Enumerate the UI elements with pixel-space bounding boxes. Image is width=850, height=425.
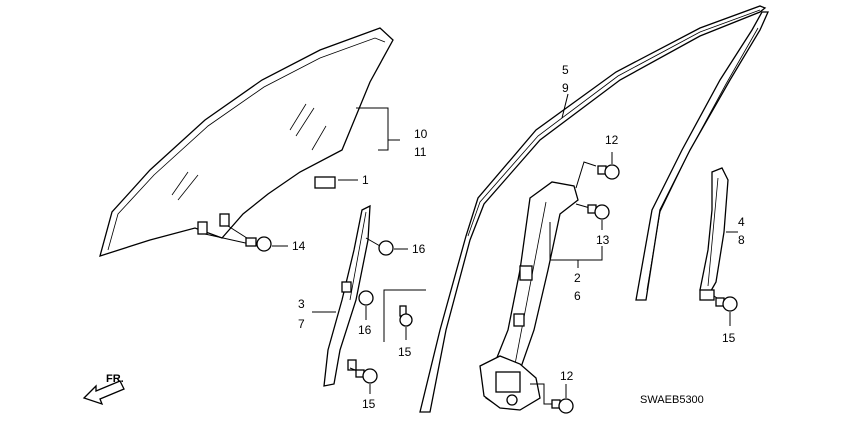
front-direction-arrow-icon xyxy=(82,380,125,406)
rear-run-channel xyxy=(699,167,729,301)
callout-13: 13 xyxy=(596,233,610,247)
callout-11: 11 xyxy=(414,145,427,159)
door-glass xyxy=(99,27,394,257)
callout-9: 9 xyxy=(562,81,569,95)
callout-14: 14 xyxy=(292,239,306,253)
bracket-2-6 xyxy=(549,222,603,261)
callout-8: 8 xyxy=(738,233,745,247)
bolt-15b-frame xyxy=(383,289,426,342)
glass-label-sticker xyxy=(314,176,336,189)
direction-label: FR. xyxy=(106,373,124,385)
door-sash-molding xyxy=(419,5,770,413)
callout-12a: 12 xyxy=(605,133,619,147)
glass-clip xyxy=(219,213,230,227)
callout-16a: 16 xyxy=(412,242,426,256)
window-regulator xyxy=(479,181,579,411)
nut-16a xyxy=(378,240,394,256)
leader-5-9 xyxy=(561,93,569,119)
bracket-10-11 xyxy=(356,107,389,151)
callout-2: 2 xyxy=(574,271,581,285)
bolt-14 xyxy=(204,225,288,252)
diagram-code: SWAEB5300 xyxy=(640,394,704,406)
callout-12b: 12 xyxy=(560,369,574,383)
bolt-15a xyxy=(349,367,378,394)
leader-16a xyxy=(365,237,381,247)
callout-6: 6 xyxy=(574,289,581,303)
callout-4: 4 xyxy=(738,215,745,229)
run-channel xyxy=(323,204,371,387)
callout-15b: 15 xyxy=(398,345,412,359)
callout-15c: 15 xyxy=(722,331,736,345)
bolt-12b xyxy=(530,383,574,414)
callout-1: 1 xyxy=(362,173,369,187)
callout-15a: 15 xyxy=(362,397,376,411)
bolt-15c xyxy=(713,295,738,326)
callout-16b: 16 xyxy=(358,323,372,337)
glass-clip xyxy=(197,221,208,235)
callout-5: 5 xyxy=(562,63,569,77)
callout-10: 10 xyxy=(414,127,428,141)
nut-16b xyxy=(358,290,374,306)
callout-3: 3 xyxy=(298,297,305,311)
bolt-12a xyxy=(575,152,620,189)
bolt-13 xyxy=(575,203,610,230)
callout-7: 7 xyxy=(298,317,305,331)
bolt-15b xyxy=(399,305,413,340)
